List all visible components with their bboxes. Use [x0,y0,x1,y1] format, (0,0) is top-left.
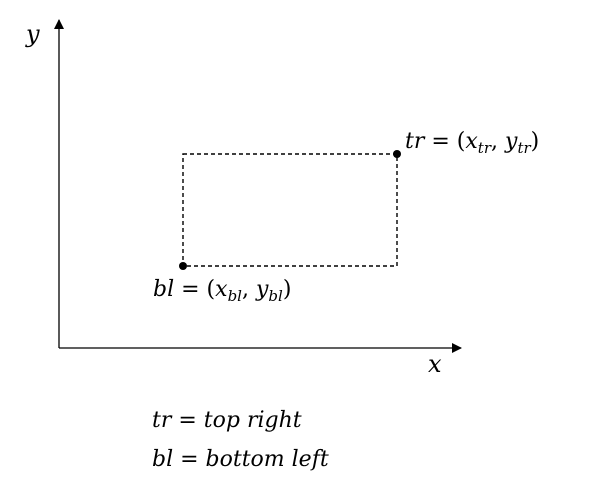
bl-close: ) [283,277,292,302]
bottom-left-label: bl = (xbl, ybl) [153,277,291,305]
bl-x-base: x [215,277,228,302]
tr-eq: = ( [424,129,465,154]
tr-lhs: tr [405,129,426,154]
bl-y-sub: bl [268,287,283,305]
tr-x-base: x [465,129,478,154]
legend-bottom-left: bl = bottom left [152,447,329,472]
tr-comma: , [491,129,505,154]
top-right-point [393,150,401,158]
bl-eq: = ( [174,277,215,302]
tr-y-base: y [504,129,518,154]
tr-x-sub: tr [478,139,492,157]
tr-y-sub: tr [517,139,531,157]
legend-top-right: tr = top right [152,408,302,433]
bl-y-base: y [255,277,269,302]
bounding-box [182,153,398,267]
tr-close: ) [531,129,540,154]
y-axis-label: y [25,20,40,48]
bottom-left-point [179,262,187,270]
bl-comma: , [242,277,256,302]
bl-lhs: bl [153,277,174,302]
x-axis-label: x [428,350,442,378]
bl-x-sub: bl [228,287,243,305]
top-right-label: tr = (xtr, ytr) [405,129,539,157]
